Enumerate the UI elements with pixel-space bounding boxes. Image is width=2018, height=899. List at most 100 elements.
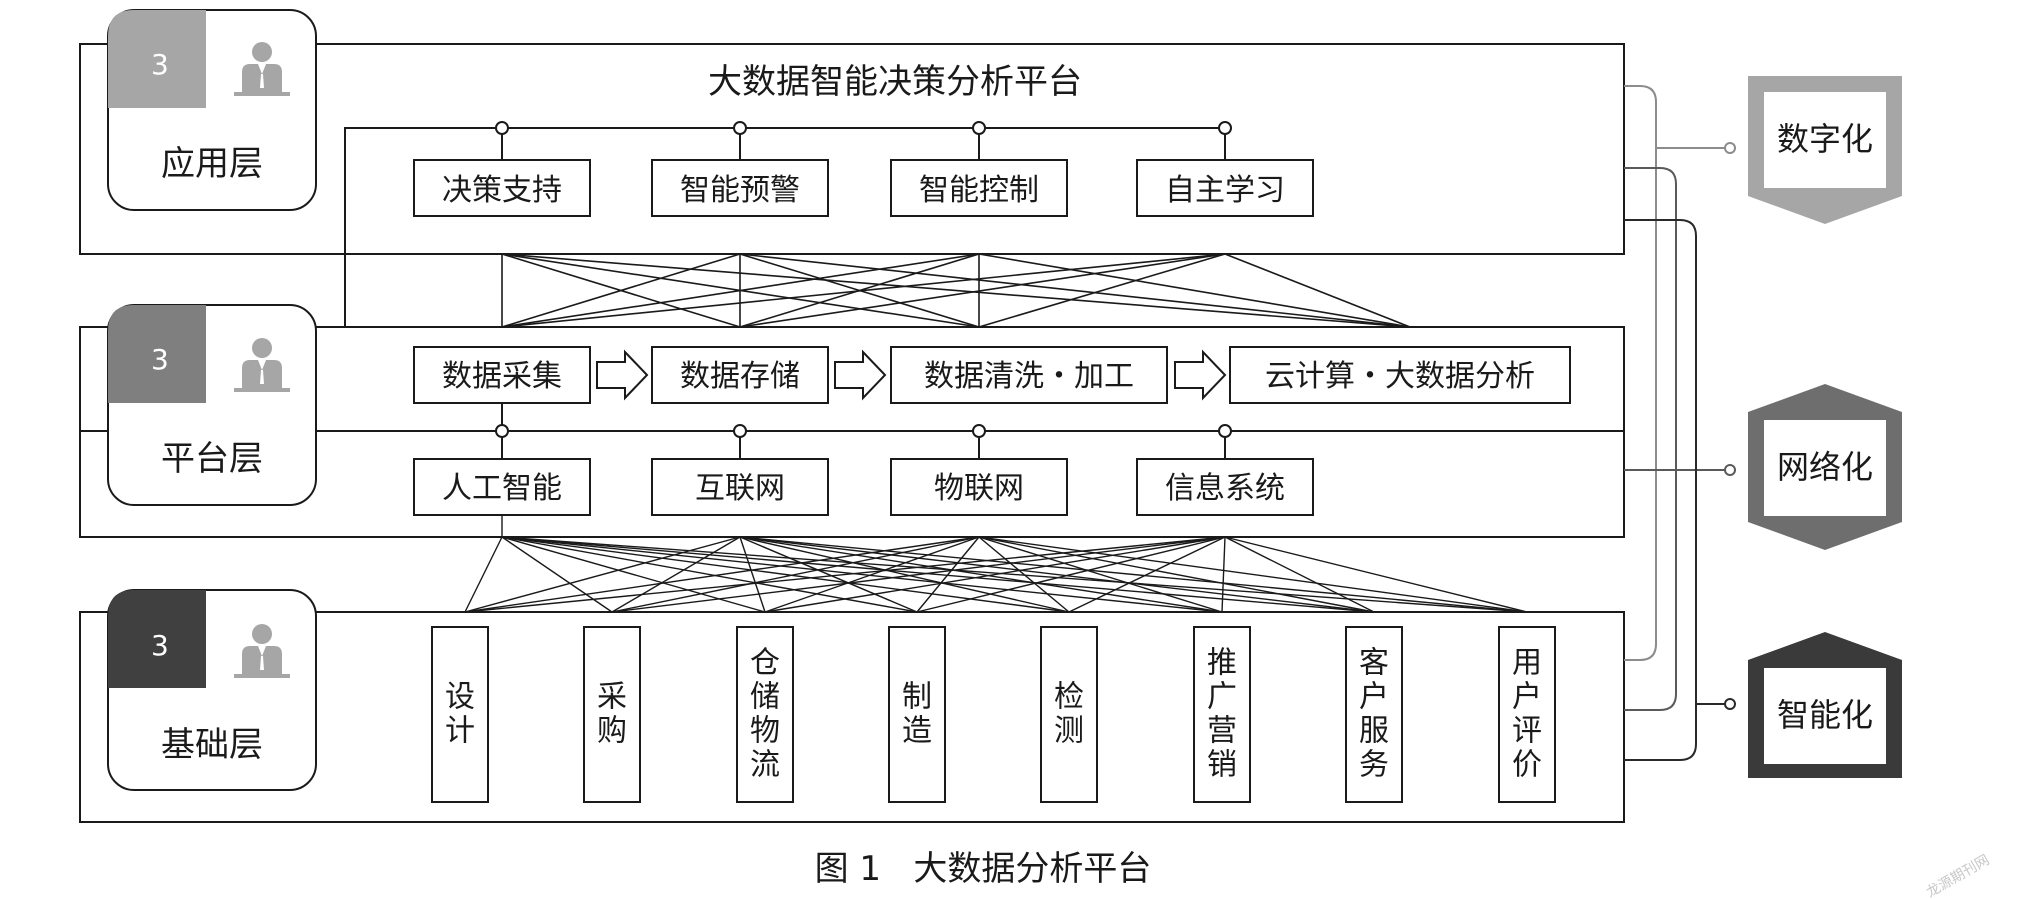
foundation-layer-card: 3 基础层 (107, 589, 317, 791)
app-platform-mesh (501, 253, 1411, 328)
foundation-column: 客户服务 (1345, 626, 1403, 803)
foundation-column-label: 推广营销 (1207, 646, 1237, 783)
foundation-column: 制造 (888, 626, 946, 803)
watermark: 龙源期刊网 (1924, 852, 1993, 899)
mesh-line (1224, 536, 1375, 613)
platform-layer-card: 3 平台层 (107, 304, 317, 506)
mesh-line (1221, 536, 1226, 613)
foundation-column-label: 仓储物流 (750, 646, 780, 783)
application-badge-shape (108, 10, 206, 108)
decision-support-label: 决策支持 (442, 173, 562, 208)
application-layer-card: 3 应用层 (107, 9, 317, 211)
mesh-line (611, 536, 980, 613)
mesh-line (1224, 536, 1528, 613)
intelligentization-arrow: 智能化 (1748, 632, 1902, 778)
mesh-line (464, 536, 980, 613)
foundation-column: 采购 (583, 626, 641, 803)
digitalization-label: 数字化 (1777, 120, 1873, 158)
foundation-column-label: 检测 (1054, 680, 1084, 749)
foundation-column: 检测 (1040, 626, 1098, 803)
foundation-badge-shape (108, 590, 206, 688)
mesh-line (501, 536, 1070, 613)
info-system-label: 信息系统 (1165, 471, 1285, 506)
data-collection-label: 数据采集 (442, 359, 562, 394)
mesh-line (501, 536, 1528, 613)
foundation-column-label: 客户服务 (1359, 646, 1389, 783)
decision-support-box: 决策支持 (413, 159, 591, 217)
foundation-column-label: 用户评价 (1512, 646, 1542, 783)
mesh-line (739, 536, 918, 613)
platform-title: 大数据智能决策分析平台 (708, 62, 1082, 102)
mesh-line (501, 536, 1375, 613)
mesh-line (739, 536, 1375, 613)
ai-label: 人工智能 (442, 471, 562, 506)
mesh-line (501, 536, 613, 613)
mesh-line (1068, 536, 1226, 613)
application-layer-label: 应用层 (161, 144, 263, 184)
application-badge-number: 3 (151, 48, 169, 81)
mesh-line (978, 536, 1070, 613)
mesh-line (978, 536, 1375, 613)
mesh-line (916, 536, 980, 613)
mesh-line (464, 536, 1226, 613)
data-cleaning-label: 数据清洗・加工 (924, 359, 1134, 394)
networking-arrow: 网络化 (1748, 384, 1902, 550)
tech-boxes: 人工智能 互联网 物联网 信息系统 (413, 458, 1314, 516)
data-collection-box: 数据采集 (413, 346, 591, 404)
iot-box: 物联网 (890, 458, 1068, 516)
data-storage-box: 数据存储 (651, 346, 829, 404)
foundation-badge-number: 3 (151, 629, 169, 662)
info-system-box: 信息系统 (1136, 458, 1314, 516)
foundation-column: 设计 (431, 626, 489, 803)
mesh-line (501, 536, 1223, 613)
mesh-line (464, 536, 503, 613)
foundation-columns: 设计 采购 仓储物流 制造 检测 推广营销 客户服务 用户评价 (431, 626, 1556, 803)
networking-label: 网络化 (1777, 448, 1873, 486)
mesh-line (916, 536, 1226, 613)
tech-bus (495, 403, 1232, 459)
internet-box: 互联网 (651, 458, 829, 516)
right-arrow-icon (1174, 351, 1226, 399)
data-storage-label: 数据存储 (680, 359, 800, 394)
mesh-line (501, 536, 918, 613)
cloud-analytics-label: 云计算・大数据分析 (1265, 359, 1535, 394)
mesh-line (764, 536, 1226, 613)
mesh-line (739, 536, 1528, 613)
mesh-line (611, 536, 741, 613)
platform-layer-label: 平台层 (161, 439, 263, 479)
smart-warning-label: 智能预警 (680, 173, 800, 208)
figure-caption: 图 1 大数据分析平台 (815, 849, 1152, 889)
smart-control-label: 智能控制 (919, 173, 1039, 208)
right-connectors (1624, 85, 1736, 761)
platform-badge-number: 3 (151, 343, 169, 376)
mesh-line (739, 536, 766, 613)
mesh-line (978, 536, 1223, 613)
foundation-column-label: 采购 (597, 680, 627, 749)
right-arrow-icon (596, 351, 648, 399)
mesh-line (739, 536, 1070, 613)
data-cleaning-box: 数据清洗・加工 (890, 346, 1168, 404)
ai-box: 人工智能 (413, 458, 591, 516)
cloud-analytics-box: 云计算・大数据分析 (1229, 346, 1571, 404)
platform-flow: 数据采集 数据存储 数据清洗・加工 云计算・大数据分析 (413, 346, 1571, 404)
foundation-column-label: 制造 (902, 680, 932, 749)
mesh-line (464, 536, 741, 613)
self-learning-box: 自主学习 (1136, 159, 1314, 217)
mesh-line (501, 536, 766, 613)
self-learning-label: 自主学习 (1165, 173, 1285, 208)
platform-foundation-mesh (464, 515, 1528, 613)
mesh-line (978, 536, 1528, 613)
iot-label: 物联网 (934, 471, 1024, 506)
right-arrow-icon (834, 351, 886, 399)
foundation-column: 仓储物流 (736, 626, 794, 803)
mesh-line (739, 536, 1223, 613)
foundation-column: 用户评价 (1498, 626, 1556, 803)
foundation-layer-label: 基础层 (161, 725, 263, 765)
application-bus (344, 121, 1232, 327)
application-boxes: 决策支持 智能预警 智能控制 自主学习 (413, 159, 1314, 217)
mesh-line (611, 536, 1226, 613)
digitalization-arrow: 数字化 (1748, 76, 1902, 224)
foundation-column-label: 设计 (445, 680, 475, 749)
intelligentization-label: 智能化 (1777, 696, 1873, 734)
